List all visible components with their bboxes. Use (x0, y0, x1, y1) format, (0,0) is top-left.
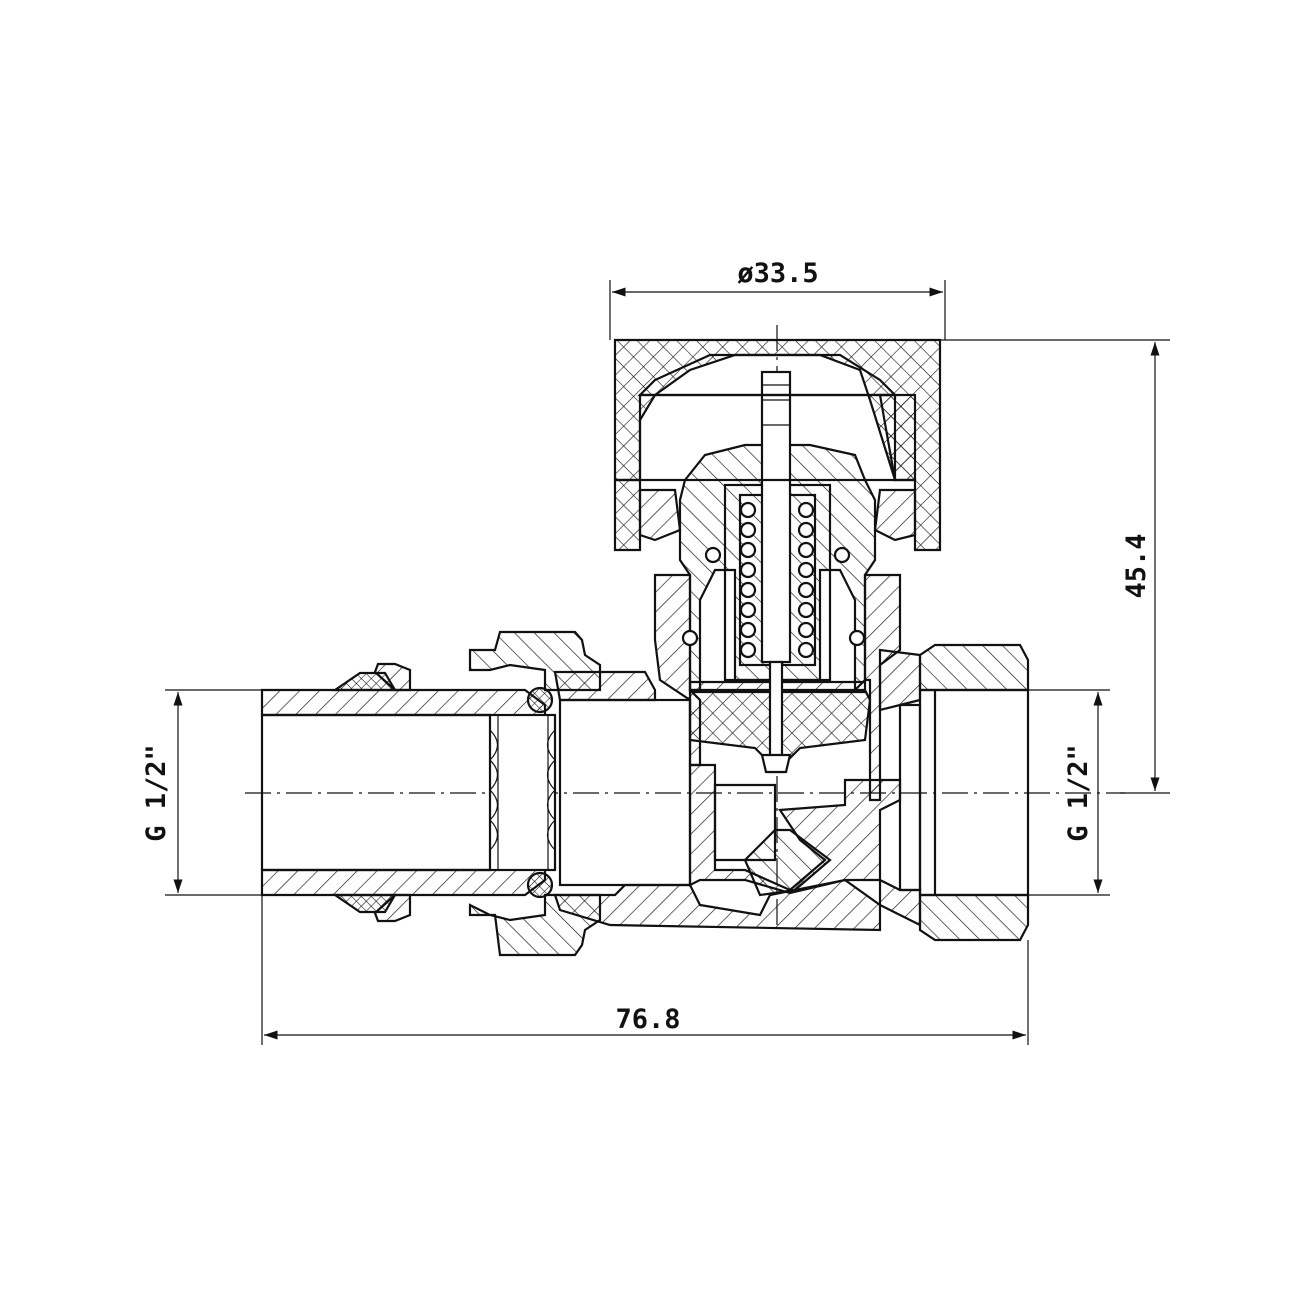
cap-diameter-dimension: ø33.5 (609, 258, 946, 340)
o-ring-left-upper (704, 546, 722, 564)
length-dimension: 76.8 (261, 895, 1029, 1045)
o-ring-left-lower (681, 629, 699, 647)
protective-cap (613, 338, 942, 552)
valve-body (553, 670, 902, 932)
right-thread-dimension: G 1/2" (1028, 689, 1110, 896)
right-thread-label: G 1/2" (1063, 744, 1094, 842)
left-thread-dimension: G 1/2" (141, 689, 262, 896)
o-ring-right-upper (833, 546, 851, 564)
length-label: 76.8 (615, 1004, 680, 1035)
valve-stem (760, 370, 792, 774)
lower-ring-clip (373, 893, 412, 923)
spring (739, 501, 815, 659)
left-tailpiece (260, 688, 557, 897)
left-thread-label: G 1/2" (141, 744, 172, 842)
cap-diameter-label: ø33.5 (737, 258, 818, 289)
o-ring-right-lower (848, 629, 866, 647)
height-dimension: 45.4 (940, 339, 1170, 794)
upper-ring-clip (373, 662, 412, 692)
height-label: 45.4 (1121, 533, 1152, 598)
right-port (878, 643, 1030, 942)
